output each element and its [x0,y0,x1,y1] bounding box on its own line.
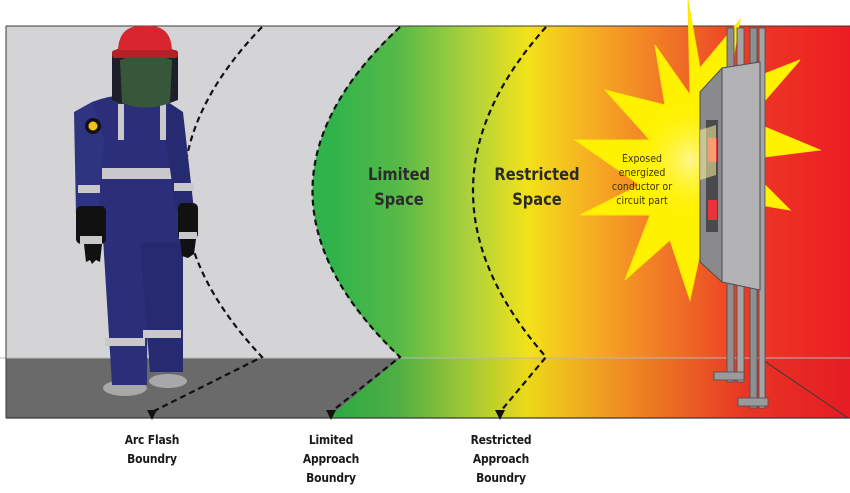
limited-space-line1: Limited [368,165,430,185]
restricted-space-line1: Restricted [494,165,580,185]
hazard-line1: Exposed [621,153,663,165]
limited-approach-line3: Boundry [306,470,356,485]
restricted-approach-boundary-line [472,26,548,413]
limited-approach-line1: Limited [308,432,354,447]
limited-approach-arrow [326,410,336,420]
hazard-line4: circuit part [616,195,668,207]
arc-flash-arrow [147,410,157,420]
arc-flash-boundary-line1: Arc Flash [124,432,180,447]
hazard-label: Exposed energized conductor or circuit p… [599,152,685,208]
worker-arc-flash-suit [74,25,198,396]
restricted-approach-line2: Approach [472,451,530,466]
limited-space-label: Limited Space [362,163,436,213]
electrical-panel [699,27,769,409]
hazard-line2: energized [618,167,666,179]
arc-flash-boundary-line2: Boundry [127,451,177,466]
hazard-line3: conductor or [611,181,673,193]
floor-corner-edge [759,357,849,419]
approach-zone-floor [328,358,850,418]
restricted-approach-line1: Restricted [470,432,532,447]
arc-flash-boundary-label: Arc Flash Boundry [112,430,191,468]
restricted-approach-line3: Boundry [476,470,526,485]
limited-space-line2: Space [374,190,424,210]
restricted-approach-boundary-label: Restricted Approach Boundry [457,430,545,487]
limited-approach-line2: Approach [302,451,360,466]
restricted-approach-arrow [495,410,505,420]
limited-approach-boundary-label: Limited Approach Boundry [291,430,370,487]
boundary-arrows [147,410,505,420]
restricted-space-line2: Space [512,190,562,210]
restricted-space-label: Restricted Space [486,163,587,213]
limited-approach-boundary-line [311,26,402,413]
